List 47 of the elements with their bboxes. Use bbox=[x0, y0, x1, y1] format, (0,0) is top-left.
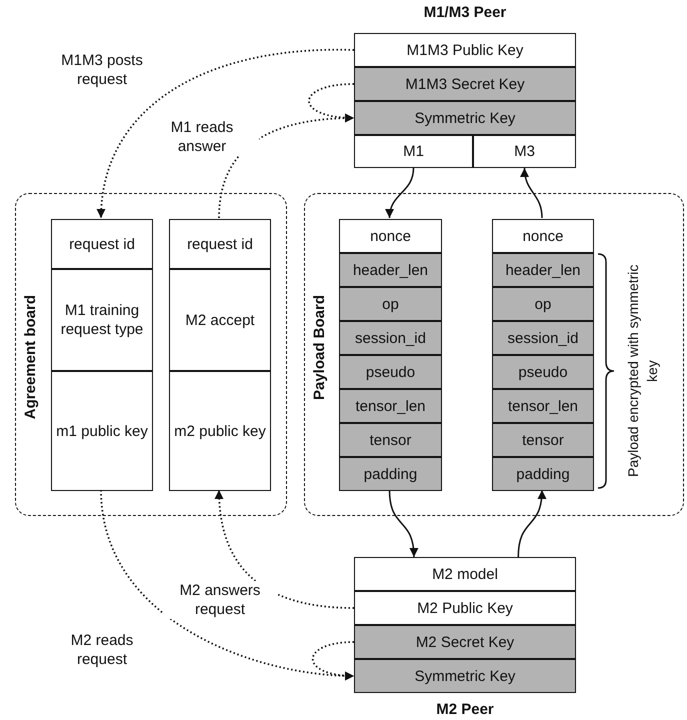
group-title: M2 Peer bbox=[436, 701, 494, 718]
table-cell: M2 accept bbox=[169, 269, 271, 371]
arrow bbox=[388, 490, 418, 558]
table-cell: header_len bbox=[492, 253, 594, 287]
note-text: Payload encrypted with symmetric key bbox=[624, 264, 661, 480]
table-cell: Symmetric Key bbox=[354, 659, 576, 693]
table-cell: session_id bbox=[339, 321, 442, 355]
dotted-arrow bbox=[312, 641, 354, 680]
table-cell: M2 Secret Key bbox=[354, 625, 576, 659]
table-cell: m2 public key bbox=[169, 371, 271, 491]
table-cell: pseudo bbox=[492, 355, 594, 389]
dashed-group-frame bbox=[15, 193, 287, 516]
table-cell: M1M3 Secret Key bbox=[354, 67, 576, 101]
dotted-arrow bbox=[308, 83, 354, 122]
dotted-arrow bbox=[214, 490, 354, 609]
table-cell: M1 bbox=[354, 135, 473, 168]
arrow bbox=[520, 168, 543, 218]
arrow bbox=[386, 168, 414, 218]
table-cell: M1M3 Public Key bbox=[354, 33, 576, 67]
table-cell: pseudo bbox=[339, 355, 442, 389]
table-cell: M1 training request type bbox=[51, 269, 153, 371]
table-cell: padding bbox=[339, 457, 442, 491]
table-cell: session_id bbox=[492, 321, 594, 355]
table-cell: M2 model bbox=[354, 557, 576, 591]
group-title: M1/M3 Peer bbox=[424, 4, 506, 21]
table-cell: nonce bbox=[339, 219, 442, 253]
dotted-arrow bbox=[97, 49, 354, 218]
table-cell: header_len bbox=[339, 253, 442, 287]
table-cell: M3 bbox=[473, 135, 576, 168]
table-cell: padding bbox=[492, 457, 594, 491]
group-title: Agreement board bbox=[22, 294, 39, 419]
table-cell: op bbox=[492, 287, 594, 321]
group-title: Payload Board bbox=[311, 294, 328, 400]
table-cell: M2 Public Key bbox=[354, 591, 576, 625]
table-cell: m1 public key bbox=[51, 371, 153, 491]
edge-label: M2 answers request bbox=[163, 581, 277, 619]
table-cell: tensor bbox=[339, 423, 442, 457]
table-cell: request id bbox=[169, 219, 271, 269]
dashed-group-frame bbox=[304, 193, 684, 516]
arrow bbox=[518, 490, 546, 558]
table-cell: op bbox=[339, 287, 442, 321]
table-cell: tensor bbox=[492, 423, 594, 457]
table-cell: nonce bbox=[492, 219, 594, 253]
table-cell: Symmetric Key bbox=[354, 101, 576, 135]
table-cell: tensor_len bbox=[492, 389, 594, 423]
table-cell: tensor_len bbox=[339, 389, 442, 423]
table-cell: request id bbox=[51, 219, 153, 269]
